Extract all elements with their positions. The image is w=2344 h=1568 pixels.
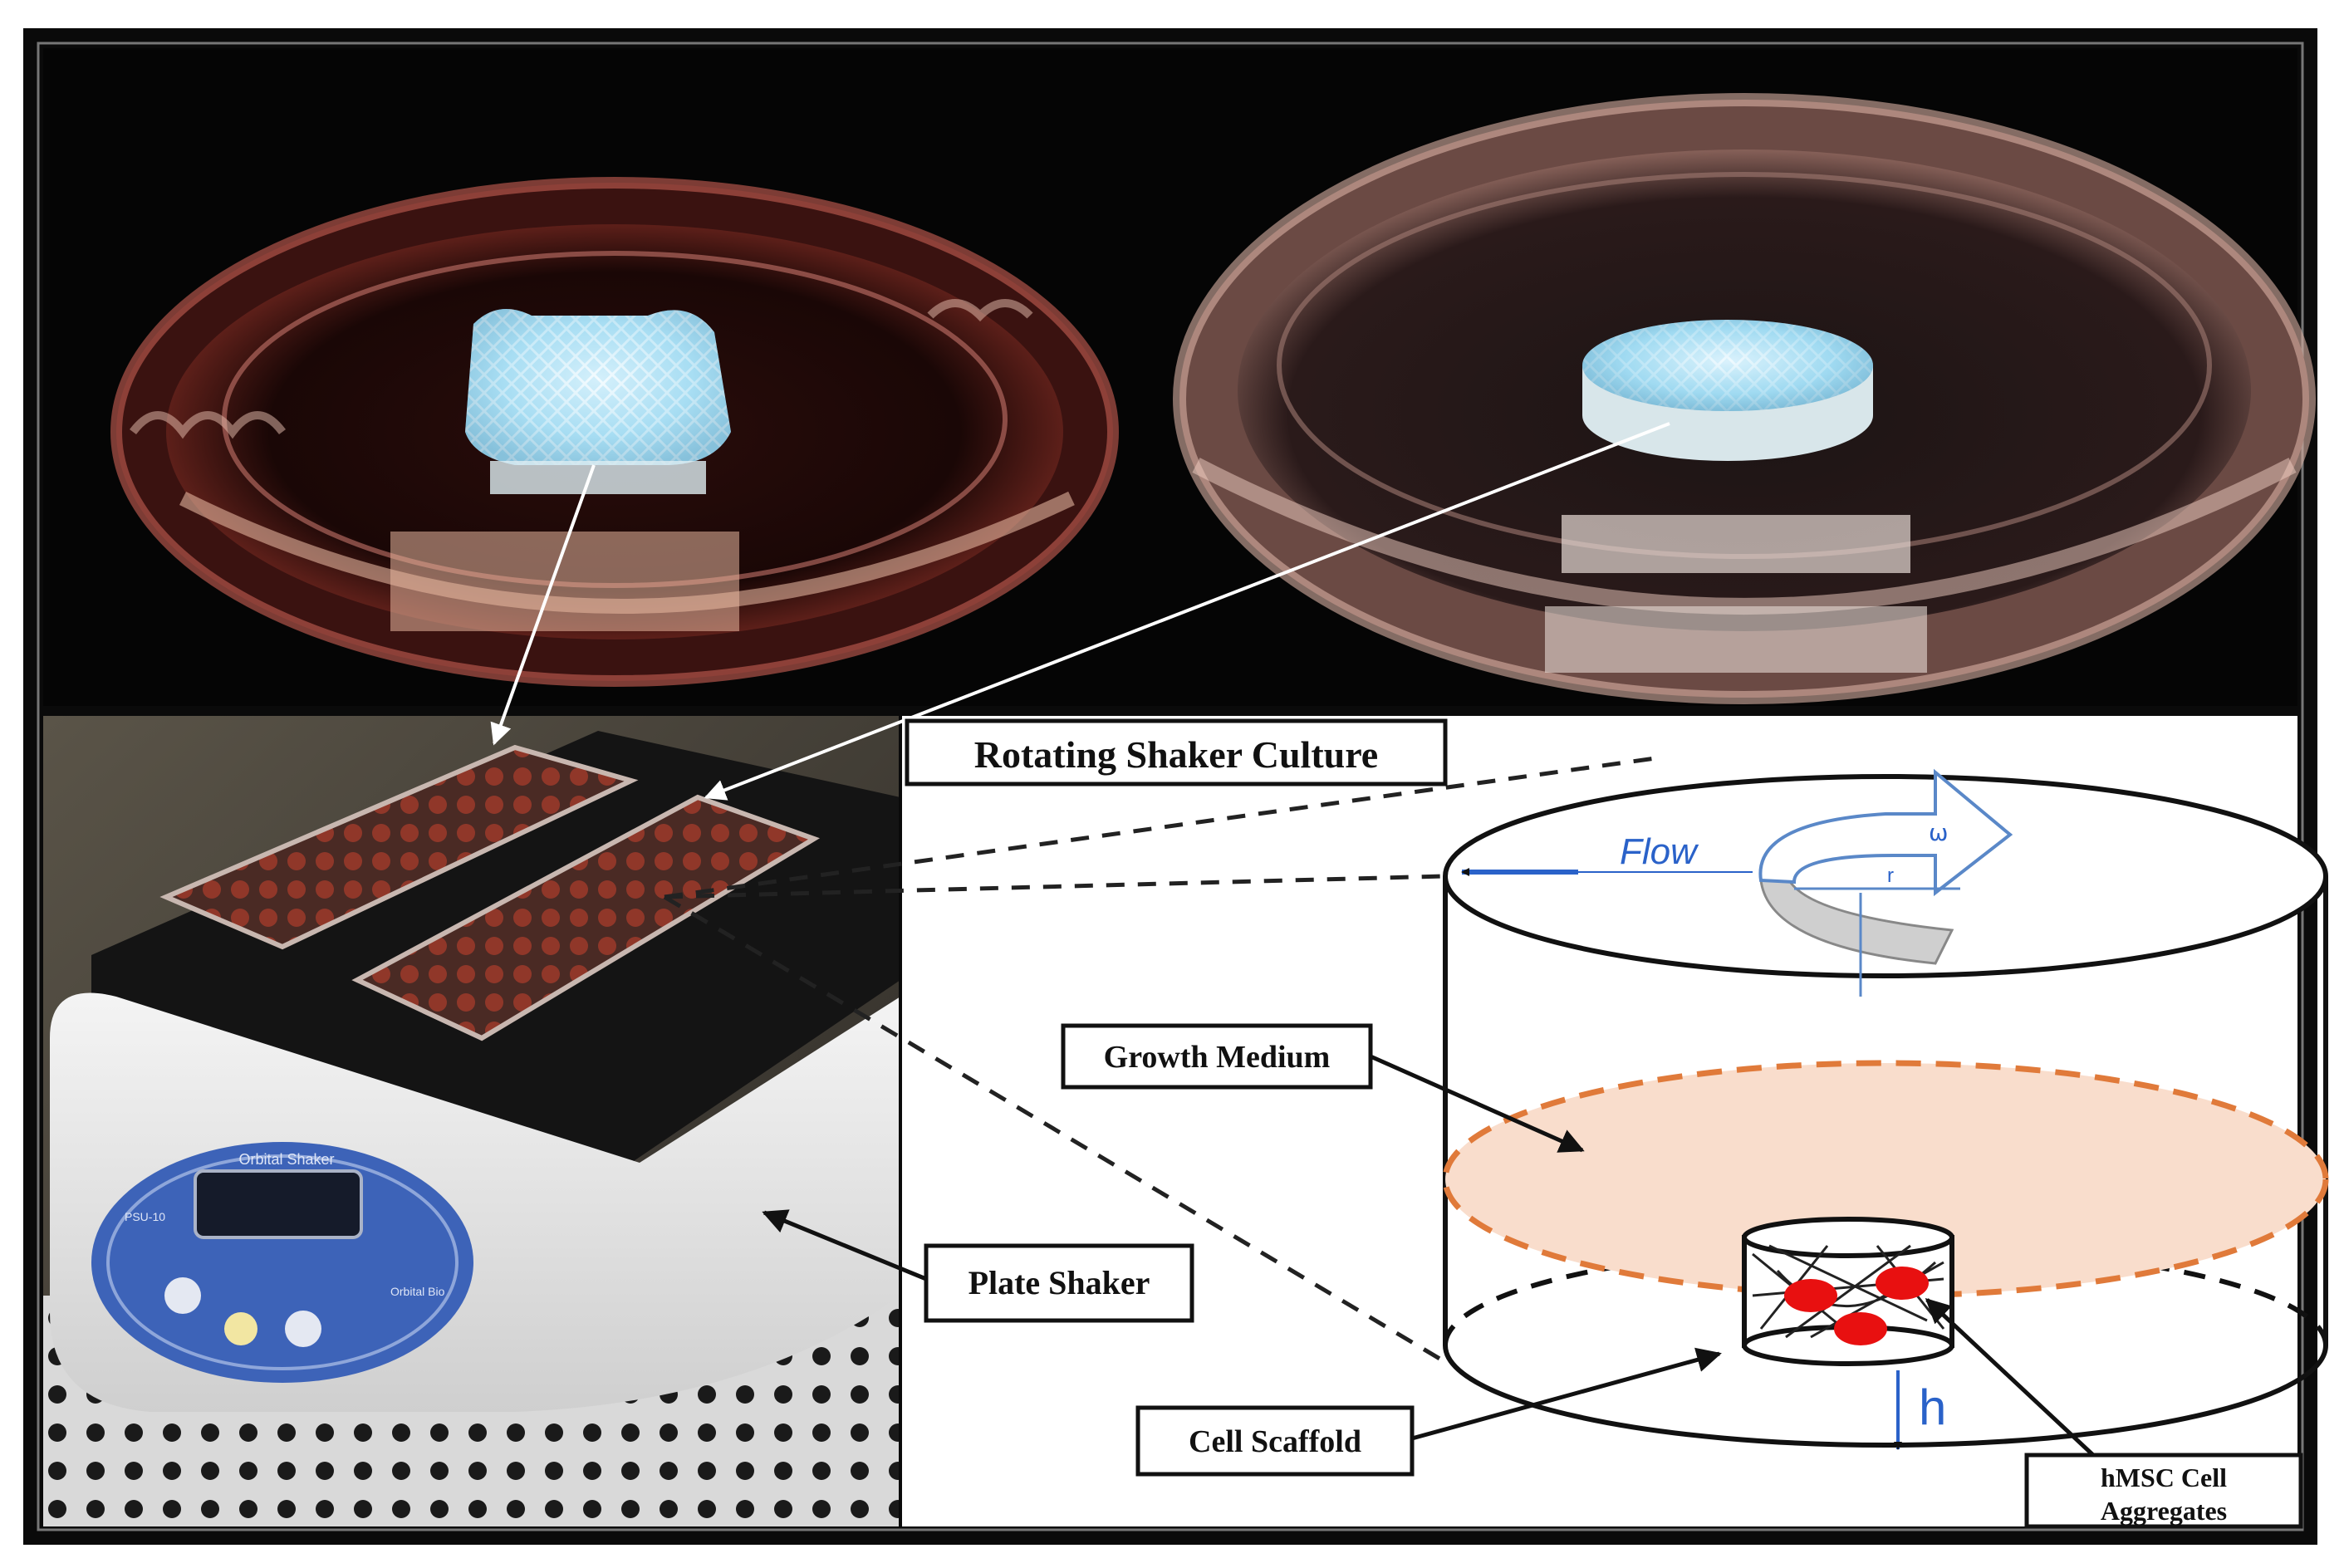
device-model: PSU-10 [125,1210,165,1223]
aggregate-2 [1876,1267,1929,1300]
growth-medium-callout: Growth Medium [1061,1023,1585,1153]
petri-dish-left [110,177,1119,687]
hmsc-aggregates-callout: hMSC Cell Aggregates [1925,1297,2303,1529]
title-box: Rotating Shaker Culture [905,718,1448,786]
zoom-line-lower [663,894,1447,1365]
panel-button-center [224,1312,257,1345]
plate-shaker-callout: Plate Shaker [762,1209,1194,1323]
growth-medium-surface [1442,1060,2329,1299]
device-name-line2: Orbital Bio [390,1285,445,1298]
cell-scaffold-cylinder [1742,1217,1954,1366]
flow-label: Flow [1620,831,1699,872]
plate-shaker-label: Plate Shaker [968,1264,1150,1301]
hmsc-label-line2: Aggregates [2101,1496,2227,1526]
growth-medium-label: Growth Medium [1104,1040,1331,1075]
radius-label: r [1887,865,1894,887]
zoom-line-right [664,755,1662,899]
panel-button-left [164,1277,201,1314]
zoom-line-upper [664,874,1446,899]
diagram-title: Rotating Shaker Culture [974,733,1378,776]
panel-button-right [285,1311,321,1347]
lcd-display [194,1169,363,1239]
cell-scaffold-label: Cell Scaffold [1189,1424,1361,1459]
cylinder-bottom-back [1443,1243,2328,1346]
top-photo-panel [43,48,2316,706]
aggregate-1 [1784,1279,1837,1312]
arrow-disc-to-plate [704,422,1670,801]
cell-scaffold-callout: Cell Scaffold [1135,1347,1722,1477]
omega-symbol: ω [1929,819,1948,846]
scaffold-disc-photo [1582,320,1873,461]
control-panel: Orbital Shaker PSU-10 Orbital Bio [91,1142,473,1383]
hmsc-label-line1: hMSC Cell [2101,1463,2227,1492]
scaffold-lattice-photo [465,309,731,494]
arrow-lattice-to-plate [490,464,596,746]
aggregate-3 [1834,1312,1887,1345]
well-plate-right [351,794,820,1041]
inner-frame-line [37,42,2304,1531]
well-plate-left [159,744,639,950]
schematic-panel: ω r Flow h [900,716,2329,1526]
cylinder-bottom-front [1443,1345,2328,1448]
plate-shaker-photo: Orbital Shaker PSU-10 Orbital Bio [43,716,900,1526]
height-label: h [1919,1379,1946,1435]
culture-well-cylinder [1442,774,2329,1448]
device-name-line1: Orbital Shaker [238,1151,334,1168]
rotation-arrow-icon [1758,768,2013,997]
